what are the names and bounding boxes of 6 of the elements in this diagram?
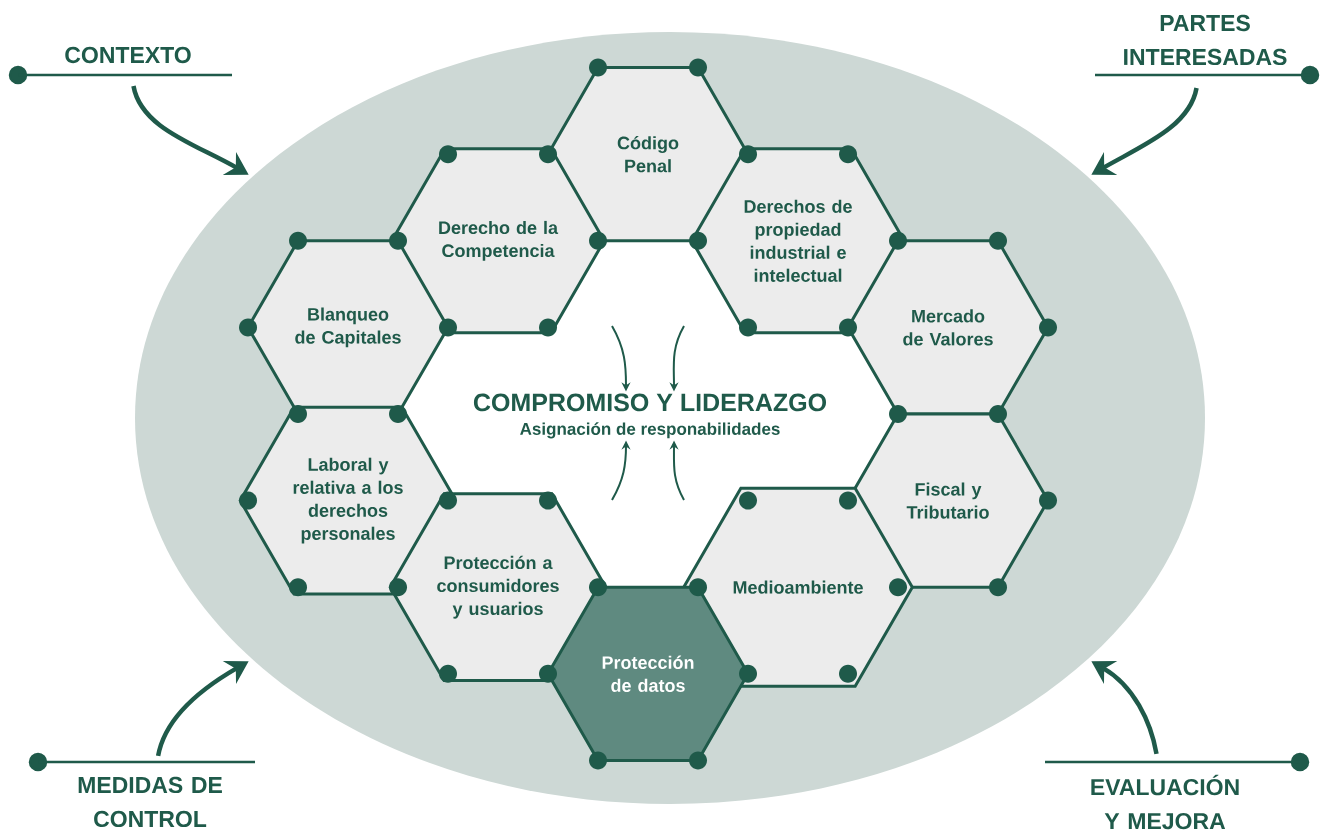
corner-label: EVALUACIÓN Y MEJORA xyxy=(1091,774,1239,830)
corner-label: MEDIDAS DE CONTROL xyxy=(78,776,222,828)
corner-label: PARTES INTERESADAS xyxy=(1124,14,1287,66)
heading-text: COMPROMISO Y LIDERAZGO Asignación de responabilidades xyxy=(473,393,827,439)
hexagon: Mercado de Valores xyxy=(846,239,1050,416)
corner-label: CONTEXTO xyxy=(65,46,191,64)
